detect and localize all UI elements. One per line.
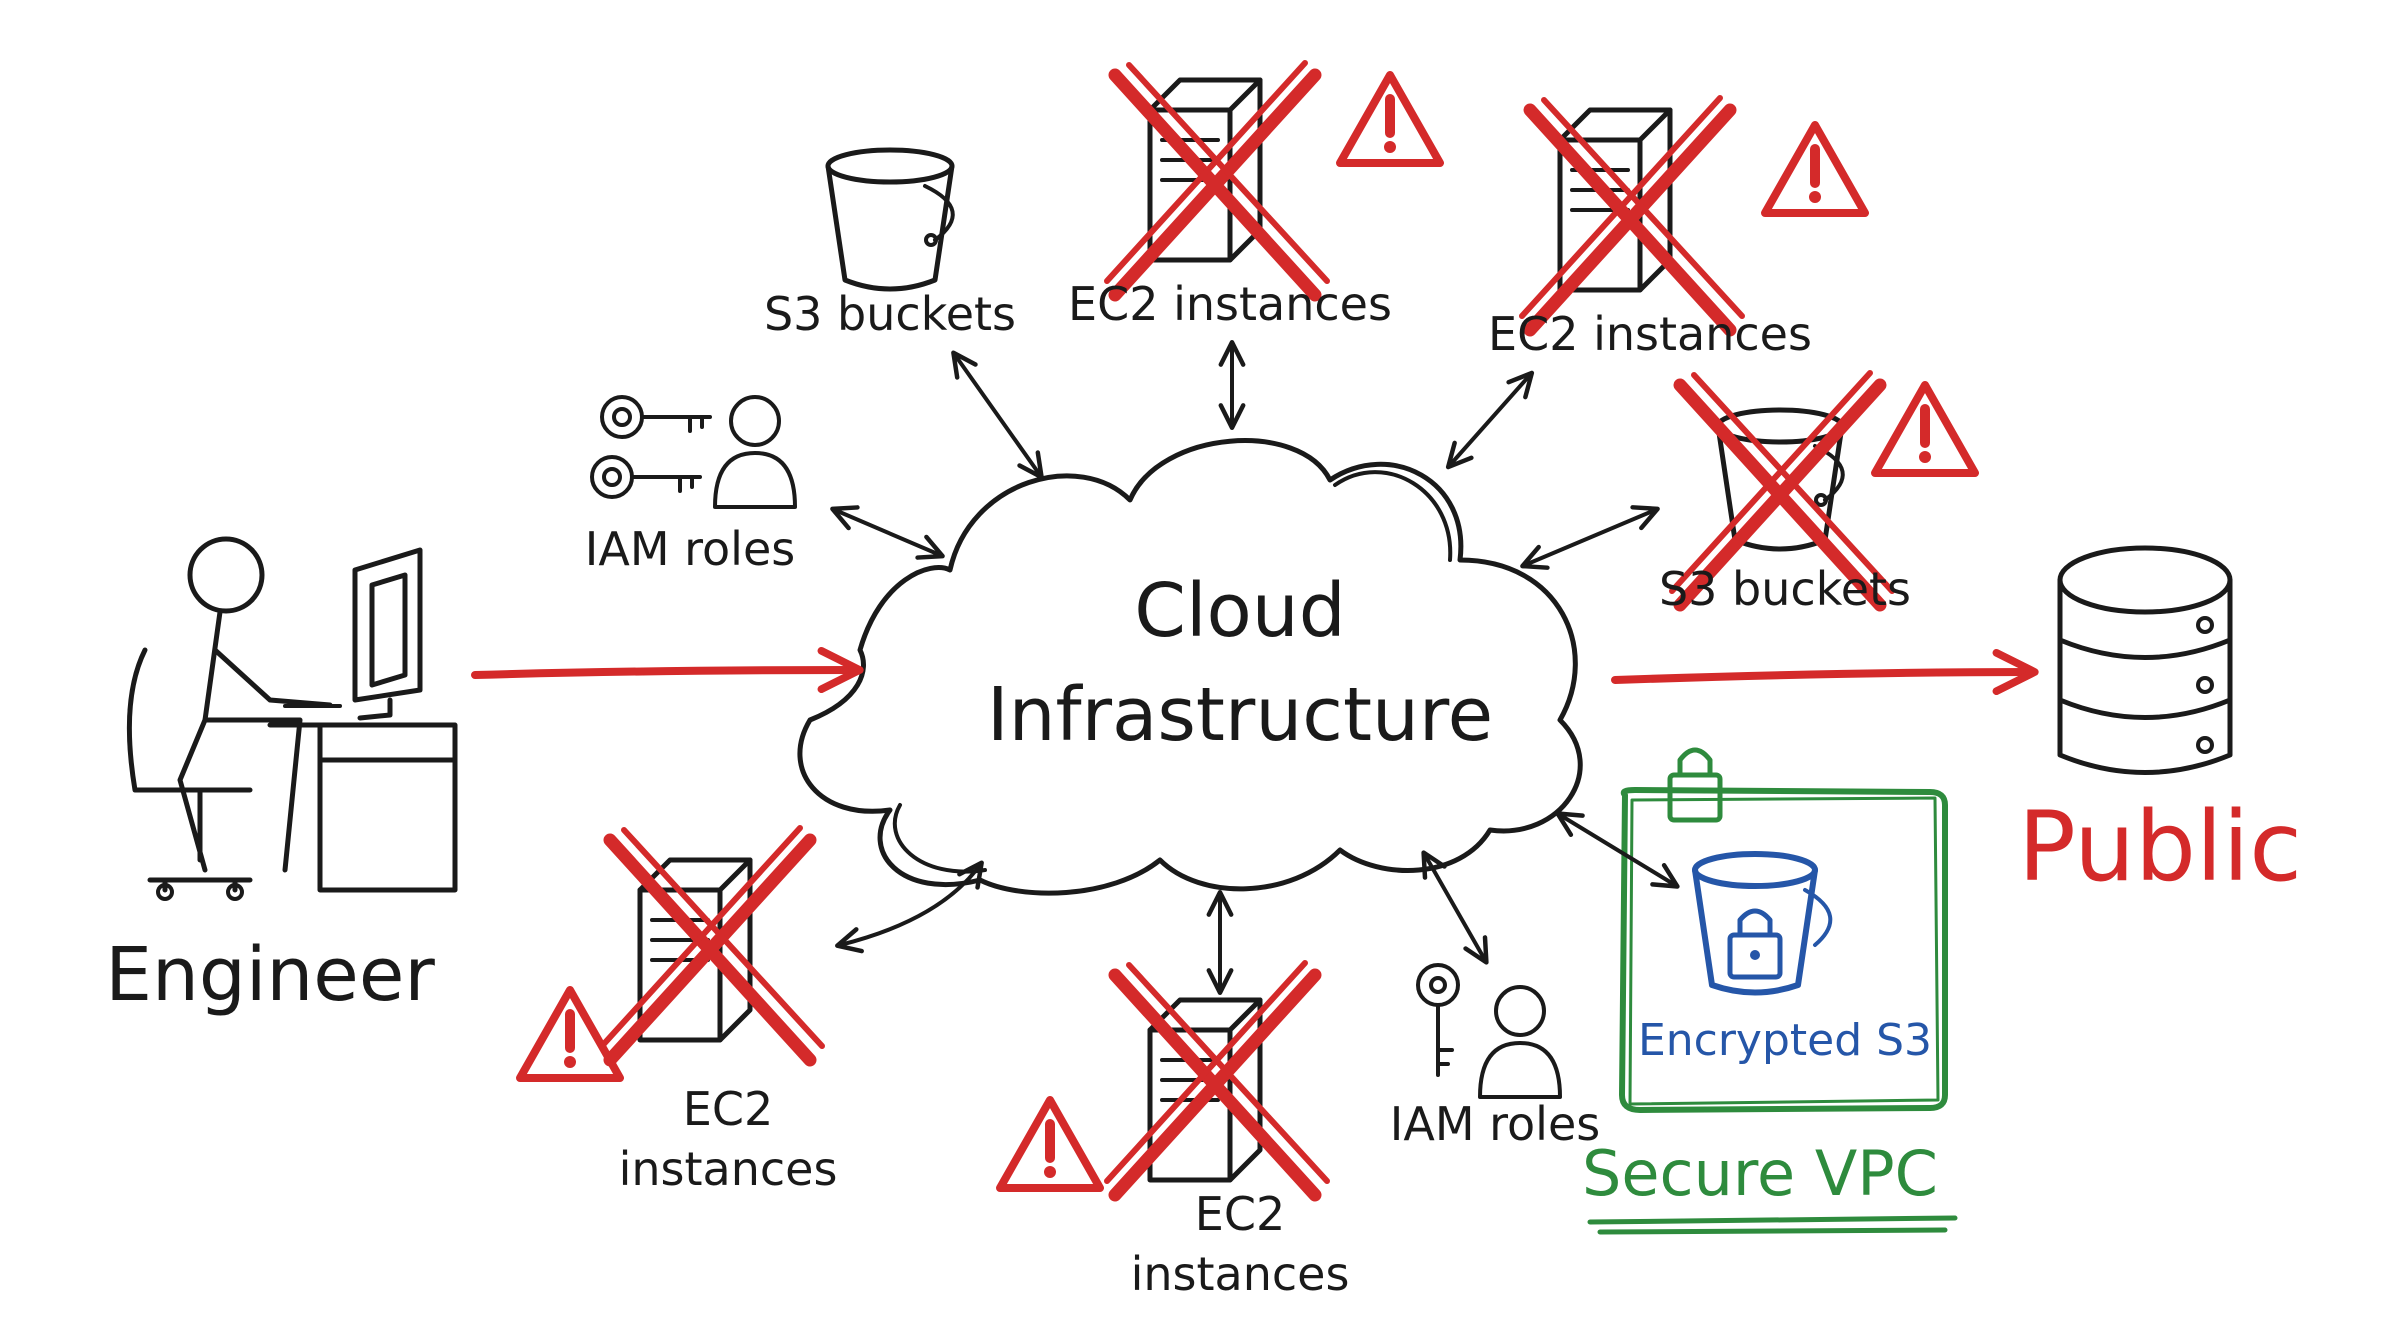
node-ec2-top-right-label: EC2 instances: [1488, 307, 1812, 361]
engineer-label: Engineer: [105, 932, 435, 1018]
public-database: Public: [2018, 545, 2302, 903]
public-label: Public: [2018, 791, 2302, 903]
person-icon: [1478, 985, 1562, 1099]
person-icon: [713, 395, 797, 509]
secure-vpc: Encrypted S3 Secure VPC: [1582, 747, 1958, 1235]
node-ec2-bottom-left-label-2: instances: [619, 1142, 838, 1196]
node-s3-right-label: S3 buckets: [1659, 562, 1911, 616]
cloud-to-public-arrow: [1611, 648, 2039, 696]
bucket-icon: [828, 150, 953, 289]
encrypted-bucket-icon: [1692, 851, 1833, 996]
node-s3-top-label: S3 buckets: [764, 287, 1016, 341]
arrow-s3-top: [951, 350, 1044, 480]
key-icon: [600, 395, 712, 439]
cloud-label-line2: Infrastructure: [987, 672, 1493, 758]
node-ec2-bottom-left: EC2 instances: [520, 828, 837, 1196]
database-icon: [2057, 545, 2233, 775]
encrypted-s3-label: Encrypted S3: [1638, 1015, 1932, 1066]
encrypted-lock-icon: [1727, 908, 1783, 980]
engineer: Engineer: [105, 536, 458, 1018]
arrow-iam-bottom: [1421, 850, 1489, 965]
node-iam-bottom: IAM roles: [1390, 963, 1600, 1151]
arrow-secure-vpc: [1555, 811, 1680, 889]
warning-icon: [1340, 75, 1440, 163]
node-ec2-bottom: EC2 instances: [1000, 963, 1349, 1301]
key-icon: [590, 455, 702, 499]
failed-x-icon: [1522, 98, 1742, 330]
node-s3-top: S3 buckets: [764, 150, 1016, 341]
node-ec2-bottom-left-label-1: EC2: [683, 1082, 773, 1136]
node-ec2-top-label: EC2 instances: [1068, 277, 1392, 331]
lock-icon: [1667, 747, 1723, 823]
arrow-iam-left: [830, 505, 945, 560]
node-ec2-top: EC2 instances: [1068, 63, 1440, 331]
node-ec2-bottom-label-1: EC2: [1195, 1187, 1285, 1241]
engineer-to-cloud-arrow: [471, 646, 864, 694]
arrow-ec2-top-right: [1445, 370, 1535, 470]
warning-icon: [1875, 385, 1975, 473]
secure-vpc-label: Secure VPC: [1582, 1137, 1938, 1210]
node-iam-left-label: IAM roles: [585, 522, 795, 576]
cloud-label-line1: Cloud: [1134, 568, 1345, 654]
key-icon: [1416, 963, 1460, 1077]
bucket-icon: [1718, 410, 1843, 549]
cloud-infrastructure: Cloud Infrastructure: [797, 438, 1583, 896]
warning-icon: [520, 990, 620, 1078]
arrow-s3-right: [1520, 505, 1660, 570]
node-s3-right: S3 buckets: [1659, 373, 1975, 616]
node-ec2-bottom-label-2: instances: [1131, 1247, 1350, 1301]
node-iam-bottom-label: IAM roles: [1390, 1097, 1600, 1151]
failed-x-icon: [602, 828, 822, 1060]
node-iam-left: IAM roles: [585, 395, 797, 576]
arrow-ec2-bottom-left: [835, 860, 984, 954]
warning-icon: [1000, 1100, 1100, 1188]
node-ec2-top-right: EC2 instances: [1488, 98, 1865, 361]
warning-icon: [1765, 125, 1865, 213]
